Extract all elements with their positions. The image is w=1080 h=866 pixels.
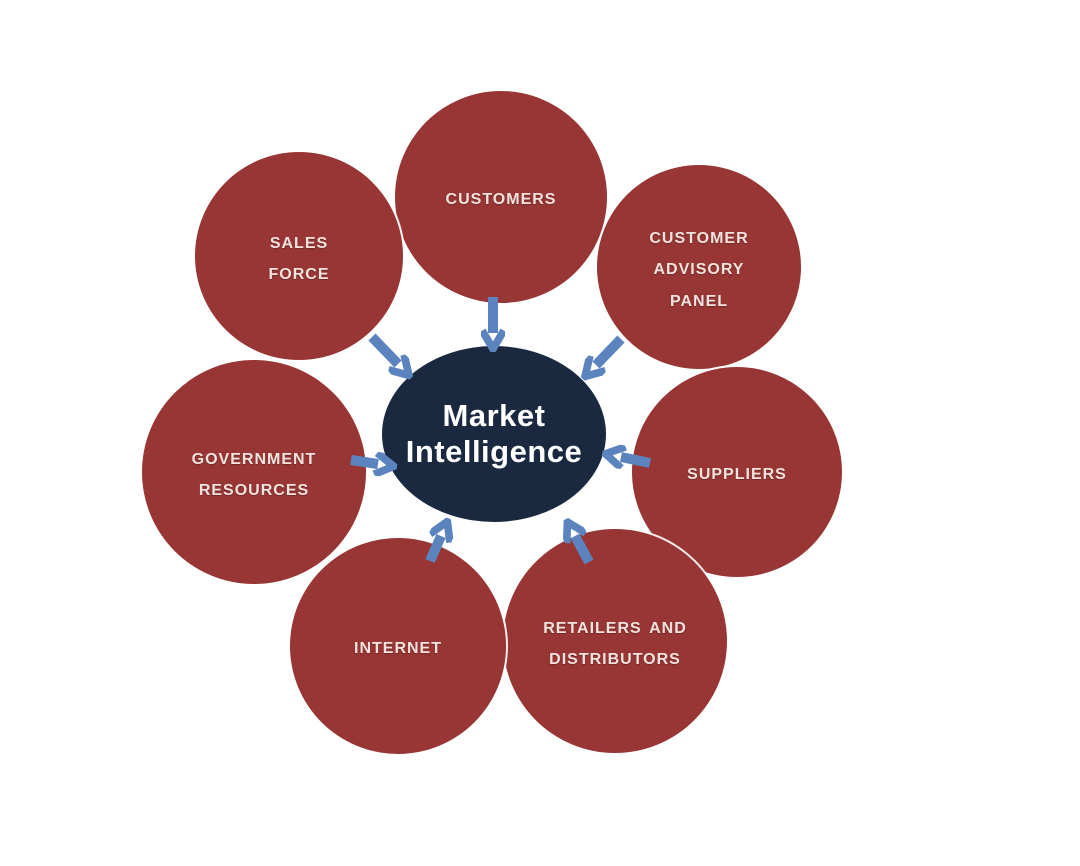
node-internet-label: Internet — [354, 632, 442, 659]
node-internet: Internet — [290, 538, 506, 754]
node-sales-force: Sales Force — [195, 152, 403, 360]
node-customer-advisory-panel: Customer Advisory Panel — [597, 165, 801, 369]
node-customers-label: Customers — [445, 183, 557, 210]
node-suppliers-label: Suppliers — [687, 458, 787, 485]
arrow-sales-force-to-center — [368, 333, 398, 364]
node-government-resources-label: Government Resources — [191, 442, 317, 500]
node-government-resources: Government Resources — [142, 360, 366, 584]
center-market-intelligence-label: Market Intelligence — [405, 398, 583, 469]
node-customer-advisory-panel-label: Customer Advisory Panel — [649, 222, 749, 311]
node-sales-force-label: Sales Force — [268, 226, 330, 284]
node-retailers-and-distributors-label: Retailers and Distributors — [543, 611, 687, 669]
node-retailers-and-distributors: Retailers and Distributors — [503, 529, 727, 753]
node-customers: Customers — [395, 91, 607, 303]
arrow-customer-advisory-panel-to-center — [596, 335, 625, 365]
center-market-intelligence: Market Intelligence — [382, 346, 606, 522]
